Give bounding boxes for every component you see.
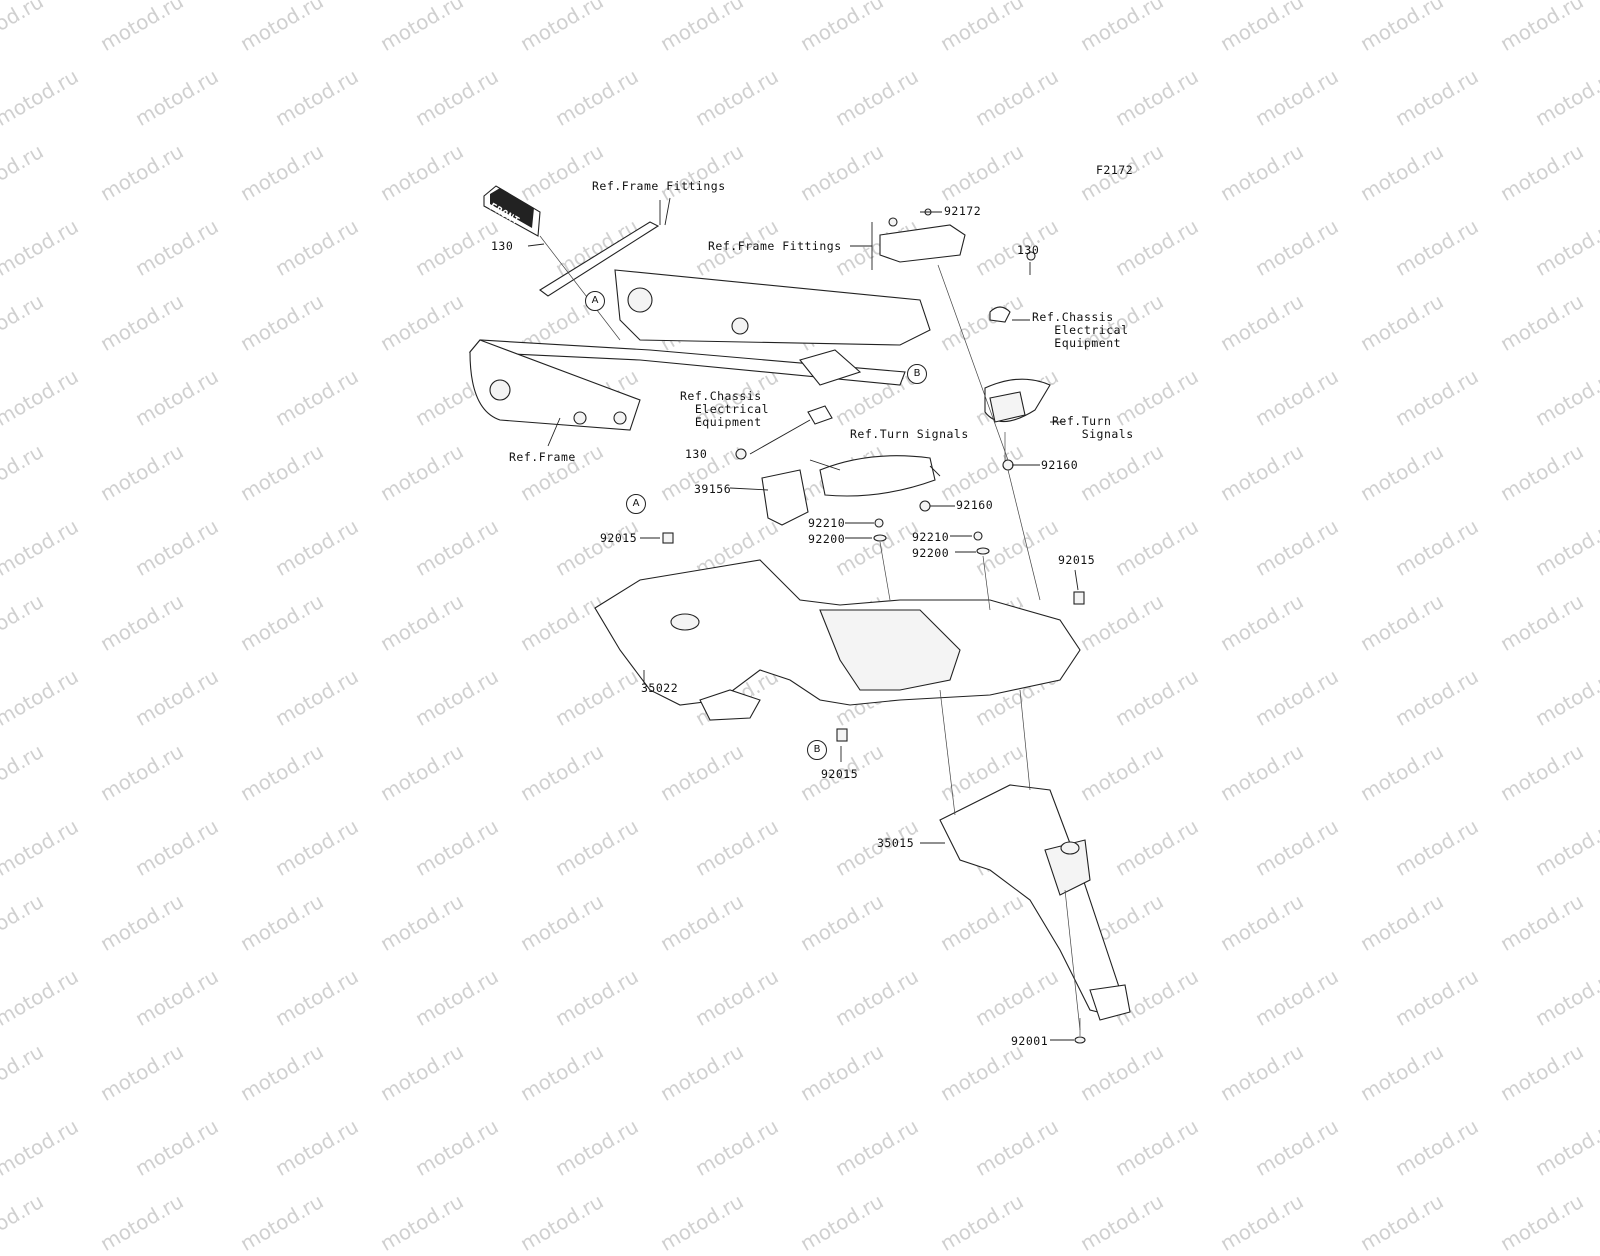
grommet-92160-a (1002, 459, 1014, 471)
front-arrow-icon (483, 185, 541, 237)
bolt-130-c (735, 448, 747, 460)
diagram-code: F2172 (1096, 163, 1134, 177)
washer-92200-a (873, 534, 887, 542)
label-ref-frame-fittings-top: Ref.Frame Fittings (592, 179, 726, 193)
rear-fender-35015 (939, 784, 1131, 1021)
turn-signal-right (984, 378, 1051, 467)
label-ref-chassis-right: Ref.Chassis Electrical Equipment (1032, 310, 1129, 350)
label-92015-a: 92015 (600, 531, 638, 545)
label-92200-a: 92200 (808, 532, 846, 546)
callout-b-bottom: B (807, 740, 827, 760)
label-39156: 39156 (694, 482, 732, 496)
collar-92015-c (836, 728, 848, 742)
chassis-clip-left (807, 405, 833, 425)
grommet-92160-b (919, 500, 931, 512)
turn-signal-center (819, 455, 941, 497)
chassis-clip-right (989, 306, 1011, 323)
label-92160-a: 92160 (1041, 458, 1079, 472)
rear-frame (468, 269, 931, 431)
label-92015-b: 92015 (1058, 553, 1096, 567)
label-130-a: 130 (491, 239, 514, 253)
label-130-c: 130 (685, 447, 708, 461)
label-ref-frame: Ref.Frame (509, 450, 576, 464)
label-92160-b: 92160 (956, 498, 994, 512)
label-92200-b: 92200 (912, 546, 950, 560)
callout-b-top: B (907, 364, 927, 384)
under-tray-35022 (594, 559, 1081, 721)
nut-92210-a (874, 518, 884, 528)
label-92172: 92172 (944, 204, 982, 218)
label-92001: 92001 (1011, 1034, 1049, 1048)
label-35022: 35022 (641, 681, 679, 695)
callout-a-bottom: A (626, 494, 646, 514)
label-92015-c: 92015 (821, 767, 859, 781)
label-ref-chassis-left: Ref.Chassis Electrical Equipment (680, 389, 770, 429)
frame-fitting-bar (539, 200, 661, 297)
label-35015: 35015 (877, 836, 915, 850)
collar-92015-a (662, 532, 674, 544)
label-ref-frame-fittings-mid: Ref.Frame Fittings (708, 239, 842, 253)
bracket-39156 (761, 469, 809, 526)
parts-diagram (468, 185, 1131, 1044)
callout-a-top: A (585, 291, 605, 311)
label-ref-turn-signals-right: Ref.Turn Signals (1052, 414, 1134, 441)
washer-92200-b (976, 547, 990, 555)
label-130-b: 130 (1017, 243, 1040, 257)
nut-92210-b (973, 531, 983, 541)
collar-92015-b (1073, 591, 1085, 605)
label-92210-b: 92210 (912, 530, 950, 544)
label-ref-turn-signals-center: Ref.Turn Signals (850, 427, 969, 441)
bolt-92001 (1074, 1018, 1086, 1044)
label-92210-a: 92210 (808, 516, 846, 530)
